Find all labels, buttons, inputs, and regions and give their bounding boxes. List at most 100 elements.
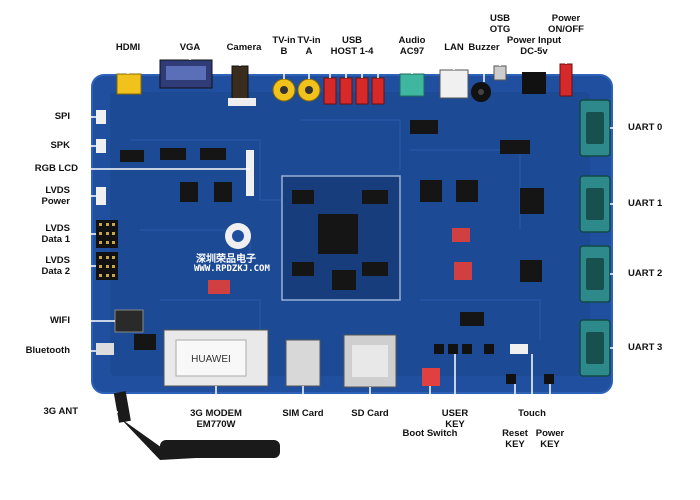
label-hdmi-text: HDMI: [115, 42, 141, 53]
spk-connector: [96, 139, 106, 153]
label-lvds-power-line1: LVDS: [45, 185, 70, 196]
label-3g-modem-line1: 3G MODEM: [190, 408, 242, 419]
label-usb-otg-line2: OTG: [489, 24, 511, 35]
label-lvds-data1-line1: LVDS: [45, 223, 70, 234]
label-bluetooth-text: Bluetooth: [25, 345, 70, 356]
power-input-connector: [522, 72, 546, 94]
label-3g-ant: 3G ANT: [20, 406, 78, 417]
brand-name-cn: 深圳荣品电子: [196, 254, 256, 265]
label-3g-modem-line2: EM770W: [196, 419, 236, 430]
label-spi: SPI: [20, 111, 70, 122]
label-vga-text: VGA: [179, 42, 201, 53]
dip-switches: [208, 228, 472, 294]
touch-connector: [510, 344, 528, 354]
label-reset-key-line2: KEY: [505, 439, 525, 450]
antenna-3g: [113, 391, 280, 460]
label-audio-line2: AC97: [399, 46, 425, 57]
label-sim-card: SIM Card: [282, 408, 323, 419]
boot-switch-block: [422, 368, 440, 386]
lan-module: [439, 69, 469, 99]
label-hdmi: HDMI: [116, 42, 140, 53]
label-power-switch-line1: Power: [551, 13, 581, 24]
label-power-key-line1: Power: [535, 428, 565, 439]
svg-text:HUAWEI: HUAWEI: [191, 354, 231, 365]
label-reset-key-line1: Reset: [502, 428, 528, 439]
spi-connector: [96, 110, 106, 124]
label-usb-otg-line1: USB: [489, 13, 511, 24]
label-sd-card-text: SD Card: [351, 408, 389, 419]
label-sim-card-text: SIM Card: [282, 408, 324, 419]
label-lvds-data2-line2: Data 2: [41, 266, 70, 277]
label-user-key-line1: USER: [441, 408, 469, 419]
label-power-input-line1: Power Input: [506, 35, 562, 46]
label-uart2: UART 2: [628, 268, 662, 279]
label-power-input-line2: DC-5v: [520, 46, 548, 57]
label-usb-host-line2: HOST 1-4: [330, 46, 374, 57]
misc-chips: [120, 120, 544, 350]
lvds-power-connector: [96, 187, 106, 205]
label-touch: Touch: [518, 408, 546, 419]
label-power-key-line2: KEY: [540, 439, 560, 450]
label-bluetooth: Bluetooth: [10, 345, 70, 356]
label-uart0-text: UART 0: [628, 122, 663, 133]
label-lvds-data2-line1: LVDS: [45, 255, 70, 266]
label-vga: VGA: [180, 42, 201, 53]
brand-url: WWW.RPDZKJ.COM: [194, 264, 270, 274]
label-boot-switch: Boot Switch: [403, 428, 458, 439]
label-spi-text: SPI: [54, 111, 70, 122]
label-rgb-lcd-text: RGB LCD: [34, 163, 78, 174]
label-lvds-data1-line2: Data 1: [41, 234, 70, 245]
label-lvds-power-line2: Power: [41, 196, 70, 207]
label-power-switch-line2: ON/OFF: [548, 24, 584, 35]
label-audio-line1: Audio: [398, 35, 426, 46]
label-wifi: WIFI: [20, 315, 70, 326]
label-uart2-text: UART 2: [628, 268, 663, 279]
label-rgb-lcd: RGB LCD: [10, 163, 78, 174]
label-boot-switch-text: Boot Switch: [402, 428, 458, 439]
label-lan: LAN: [444, 42, 464, 53]
label-uart0: UART 0: [628, 122, 662, 133]
cpu-chip: [318, 214, 358, 254]
label-buzzer: Buzzer: [468, 42, 499, 53]
label-wifi-text: WIFI: [49, 315, 70, 326]
rgb-lcd-connector: [246, 150, 254, 196]
label-user-key-line2: KEY: [445, 419, 465, 430]
label-buzzer-text: Buzzer: [468, 42, 500, 53]
label-uart3: UART 3: [628, 342, 662, 353]
label-tvin-a-line1: TV-in: [297, 35, 321, 46]
label-3g-ant-text: 3G ANT: [43, 406, 78, 417]
sim-card-slot: [285, 339, 321, 387]
label-uart3-text: UART 3: [628, 342, 663, 353]
label-spk: SPK: [20, 140, 70, 151]
label-camera: Camera: [227, 42, 262, 53]
label-spk-text: SPK: [50, 140, 70, 151]
label-lan-text: LAN: [444, 42, 464, 53]
label-tvin-b-line2: B: [280, 46, 288, 57]
label-usb-host-line1: USB: [341, 35, 363, 46]
usb-host-connectors: [323, 77, 385, 105]
label-tvin-a-line2: A: [305, 46, 313, 57]
label-sd-card: SD Card: [351, 408, 388, 419]
hdmi-connector: [116, 73, 142, 95]
label-tvin-b-line1: TV-in: [272, 35, 296, 46]
bluetooth-module: [96, 343, 114, 355]
label-uart1-text: UART 1: [628, 198, 663, 209]
label-touch-text: Touch: [518, 408, 546, 419]
label-uart1: UART 1: [628, 198, 662, 209]
